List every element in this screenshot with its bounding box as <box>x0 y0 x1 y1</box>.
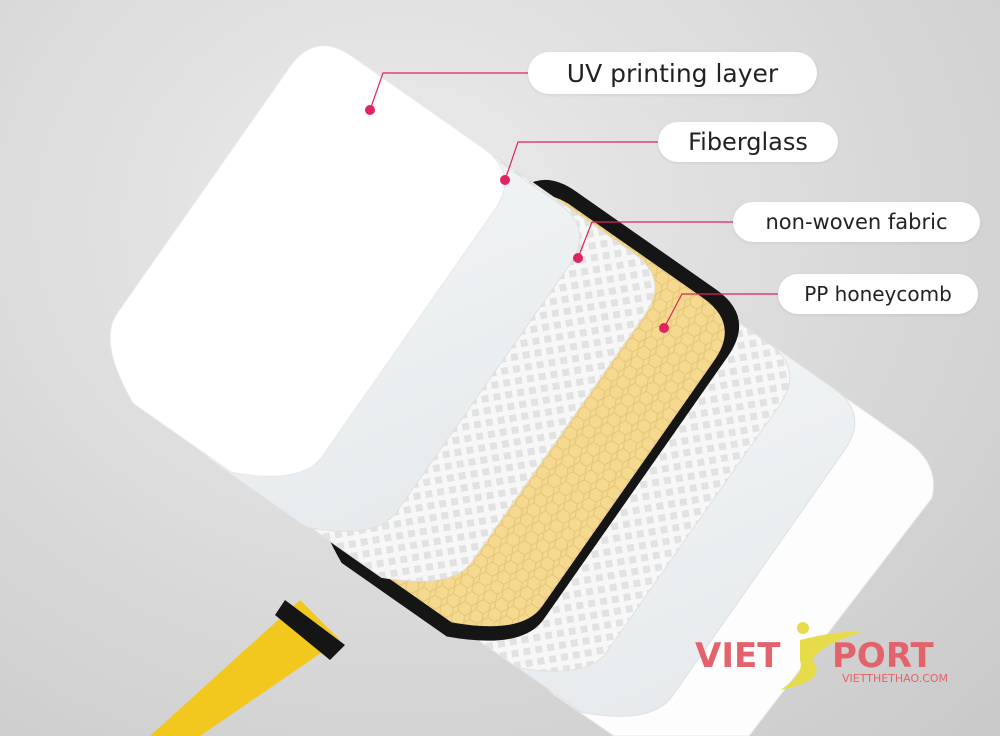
label-non-woven-fabric: non-woven fabric <box>733 202 980 242</box>
label-pp-honeycomb: PP honeycomb <box>778 274 978 314</box>
label-dots <box>365 105 669 333</box>
label-fiberglass: Fiberglass <box>658 122 838 162</box>
leader-lines <box>369 72 778 329</box>
svg-text:VIETTHETHAO.COM: VIETTHETHAO.COM <box>842 672 948 685</box>
label-uv-printing-layer: UV printing layer <box>528 52 817 94</box>
grip-handle <box>150 600 345 736</box>
svg-text:VIET: VIET <box>695 636 781 676</box>
svg-text:PORT: PORT <box>832 636 934 676</box>
vietsport-logo: VIET PORT VIETTHETHAO.COM <box>695 622 948 690</box>
